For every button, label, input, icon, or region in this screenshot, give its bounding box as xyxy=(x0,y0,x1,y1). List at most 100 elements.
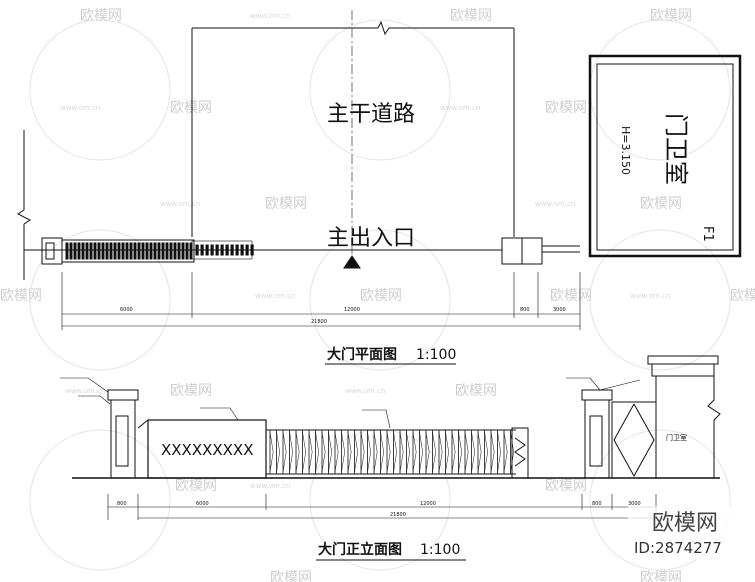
right-pillar-body xyxy=(584,399,610,479)
watermark-url: www.om.cn xyxy=(255,292,295,300)
gate-tooth xyxy=(235,244,239,256)
gate-scissor xyxy=(425,431,430,473)
guardhouse-label: 门卫室 xyxy=(662,113,690,185)
leader-line xyxy=(566,377,601,391)
dim-text: 3000 xyxy=(628,501,641,507)
left-pillar xyxy=(41,237,63,265)
watermark-url: www.om.cn xyxy=(250,482,290,490)
gate-tooth xyxy=(181,242,185,260)
gate-tooth xyxy=(89,242,93,260)
gate-tooth xyxy=(93,242,97,260)
gate-tooth xyxy=(133,242,137,260)
left-pillar-body xyxy=(110,399,136,479)
watermark-brand: 欧模网 xyxy=(265,196,307,212)
dim-text: 12000 xyxy=(344,307,360,313)
gate-scissor xyxy=(328,431,332,473)
dim-text-total: 21800 xyxy=(311,319,327,325)
watermark-brand: 欧模网 xyxy=(170,100,212,116)
watermark-url: www.om.cn xyxy=(345,387,385,395)
watermark-brand: 欧模网 xyxy=(0,288,42,304)
gate-scissor xyxy=(276,431,280,473)
leader-line xyxy=(60,377,109,393)
sign-text: XXXXXXXXX xyxy=(161,441,253,459)
dim-text: 12000 xyxy=(420,501,436,507)
gate-tooth xyxy=(165,242,169,260)
gate-tooth xyxy=(113,242,117,260)
gate-tooth xyxy=(240,244,244,256)
entrance-arrow-icon xyxy=(343,255,361,269)
entrance-label: 主出入口 xyxy=(327,226,415,251)
guardhouse-height: H=3.150 xyxy=(619,126,632,175)
gate-scissor xyxy=(451,431,456,473)
gate-tooth xyxy=(137,242,141,260)
gate-scissor xyxy=(412,431,417,473)
gate-tooth xyxy=(85,242,89,260)
gate-scissor xyxy=(289,431,293,473)
watermark-url: www.om.cn xyxy=(65,387,105,395)
side-door xyxy=(611,401,657,479)
guardhouse-roof xyxy=(647,355,719,365)
gate-tooth xyxy=(205,244,209,256)
guardhouse-wall-break xyxy=(707,376,721,478)
leader-line xyxy=(78,395,111,405)
guardhouse-inner xyxy=(596,63,734,251)
gate-scissor xyxy=(315,431,319,473)
gate-tooth xyxy=(117,242,121,260)
gate-tooth xyxy=(149,242,153,260)
gate-scissor xyxy=(432,431,436,473)
gate-tooth xyxy=(125,242,129,260)
gate-tooth xyxy=(81,242,85,260)
gate-tooth xyxy=(169,242,173,260)
gate-scissor xyxy=(386,431,391,473)
gate-tooth xyxy=(225,244,229,256)
gate-mesh xyxy=(269,430,514,474)
gate-tooth xyxy=(230,244,234,256)
gate-tooth xyxy=(157,242,161,260)
guardhouse-plan xyxy=(588,54,742,258)
gate-scissor xyxy=(399,431,404,473)
gate-tooth xyxy=(77,242,81,260)
gate-scissor xyxy=(347,431,352,473)
gate-scissor xyxy=(321,431,326,473)
watermark-url: www.om.cn xyxy=(630,292,670,300)
watermark-brand: 欧模网 xyxy=(545,100,587,116)
watermark-brand: 欧模网 xyxy=(640,196,682,212)
gate-tooth xyxy=(145,242,149,260)
gate-scissor xyxy=(419,431,423,473)
gate-tooth xyxy=(65,242,69,260)
gate-motor-head xyxy=(511,427,529,479)
guardhouse-outer xyxy=(588,54,742,258)
sign-board-edge xyxy=(137,419,149,429)
plan-scale: 1:100 xyxy=(416,347,456,363)
left-wall-break xyxy=(17,209,31,225)
watermark-brand: 欧模网 xyxy=(545,478,587,494)
watermark-url: www.om.cn xyxy=(440,104,480,112)
guardhouse-floor: F1 xyxy=(700,226,715,242)
gate-scissor xyxy=(393,431,397,473)
gate-scissor xyxy=(302,431,306,473)
watermark-brand: 欧模网 xyxy=(80,8,122,24)
gate-tooth xyxy=(195,244,199,256)
gate-tooth xyxy=(215,244,219,256)
watermark-url: www.om.cn xyxy=(60,104,100,112)
model-id: ID:2874277 xyxy=(634,539,722,557)
retractable-gate-folded xyxy=(61,239,195,263)
dim-text: 6000 xyxy=(196,501,209,507)
sign-board xyxy=(147,419,267,479)
watermark-brand: 欧模网 xyxy=(270,570,312,582)
plan-title: 大门平面图 xyxy=(327,346,397,363)
gate-scissor xyxy=(458,431,462,473)
dim-text: 6000 xyxy=(120,307,133,313)
gate-scissor xyxy=(334,431,339,473)
gate-scissor xyxy=(380,431,384,473)
right-pillar xyxy=(501,237,523,265)
watermark-url: www.om.cn xyxy=(535,200,575,208)
gate-scissor xyxy=(269,431,274,473)
dim-text: 800 xyxy=(117,501,127,507)
gate-tooth xyxy=(189,242,193,260)
gate-tooth xyxy=(129,242,133,260)
elevation-scale: 1:100 xyxy=(420,542,460,558)
watermark-brand: 欧模网 xyxy=(170,383,212,399)
guardhouse-fascia xyxy=(651,363,715,377)
gate-tooth xyxy=(105,242,109,260)
